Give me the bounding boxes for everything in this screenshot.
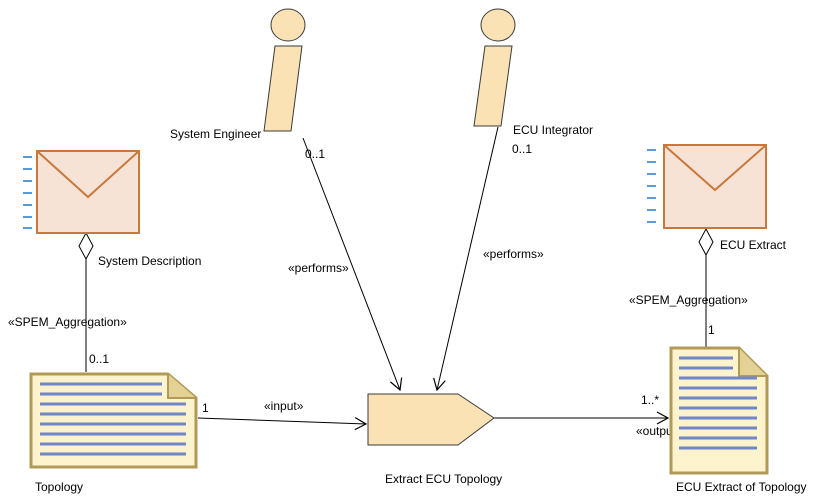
task-extract-ecu-topology[interactable]: Extract ECU Topology xyxy=(367,393,502,486)
side-dashes xyxy=(647,149,656,223)
task-label: Extract ECU Topology xyxy=(385,472,502,486)
edge-ee-aggregation-multiplicity: 1 xyxy=(708,323,715,337)
document-icon xyxy=(29,372,198,469)
edge-sd-aggregation-stereotype: «SPEM_Aggregation» xyxy=(8,315,127,329)
edge-sd-aggregation: «SPEM_Aggregation» 0..1 xyxy=(8,231,127,372)
workproduct-ecu-extract[interactable]: ECU Extract xyxy=(647,144,787,252)
edge-ee-aggregation: «SPEM_Aggregation» 1 xyxy=(629,227,748,347)
role-icon xyxy=(473,8,516,127)
role-label: ECU Integrator xyxy=(513,123,593,137)
edge-output-multiplicity: 1..* xyxy=(641,393,659,407)
role-icon xyxy=(263,8,306,132)
envelope-icon xyxy=(23,150,140,234)
role-system-engineer[interactable]: System Engineer xyxy=(170,8,306,141)
document-lines xyxy=(679,356,757,450)
aggregation-diamond xyxy=(698,227,714,257)
role-ecu-integrator[interactable]: ECU Integrator xyxy=(473,8,593,137)
edge-se-performs-multiplicity: 0..1 xyxy=(305,147,325,161)
edge-output: 1..* «output» xyxy=(494,393,683,438)
document-icon xyxy=(669,346,769,475)
task-icon xyxy=(367,393,495,446)
role-label: System Engineer xyxy=(170,127,261,141)
edge-ei-performs: 0..1 «performs» xyxy=(433,126,544,392)
edge-input: 1 «input» xyxy=(197,399,368,431)
envelope-icon xyxy=(647,144,767,229)
edge-sd-aggregation-multiplicity: 0..1 xyxy=(89,352,109,366)
workproduct-topology[interactable]: Topology xyxy=(29,372,198,494)
side-dashes xyxy=(23,156,32,229)
edge-ei-performs-stereotype: «performs» xyxy=(483,247,544,261)
workproduct-ecu-extract-of-topology[interactable]: ECU Extract of Topology xyxy=(669,346,807,494)
edge-ei-performs-multiplicity: 0..1 xyxy=(512,142,532,156)
edge-se-performs: 0..1 «performs» xyxy=(288,137,403,392)
edge-ee-aggregation-stereotype: «SPEM_Aggregation» xyxy=(629,293,748,307)
document-lines xyxy=(40,382,186,456)
workproduct-label: Topology xyxy=(35,480,83,494)
edge-se-performs-stereotype: «performs» xyxy=(288,261,349,275)
workproduct-label: System Description xyxy=(98,254,201,268)
workproduct-label: ECU Extract xyxy=(720,238,787,252)
edge-input-stereotype: «input» xyxy=(264,399,304,413)
workproduct-system-description[interactable]: System Description xyxy=(23,150,201,268)
aggregation-diamond xyxy=(78,231,94,261)
workproduct-label: ECU Extract of Topology xyxy=(676,480,807,494)
edge-input-multiplicity: 1 xyxy=(202,401,209,415)
